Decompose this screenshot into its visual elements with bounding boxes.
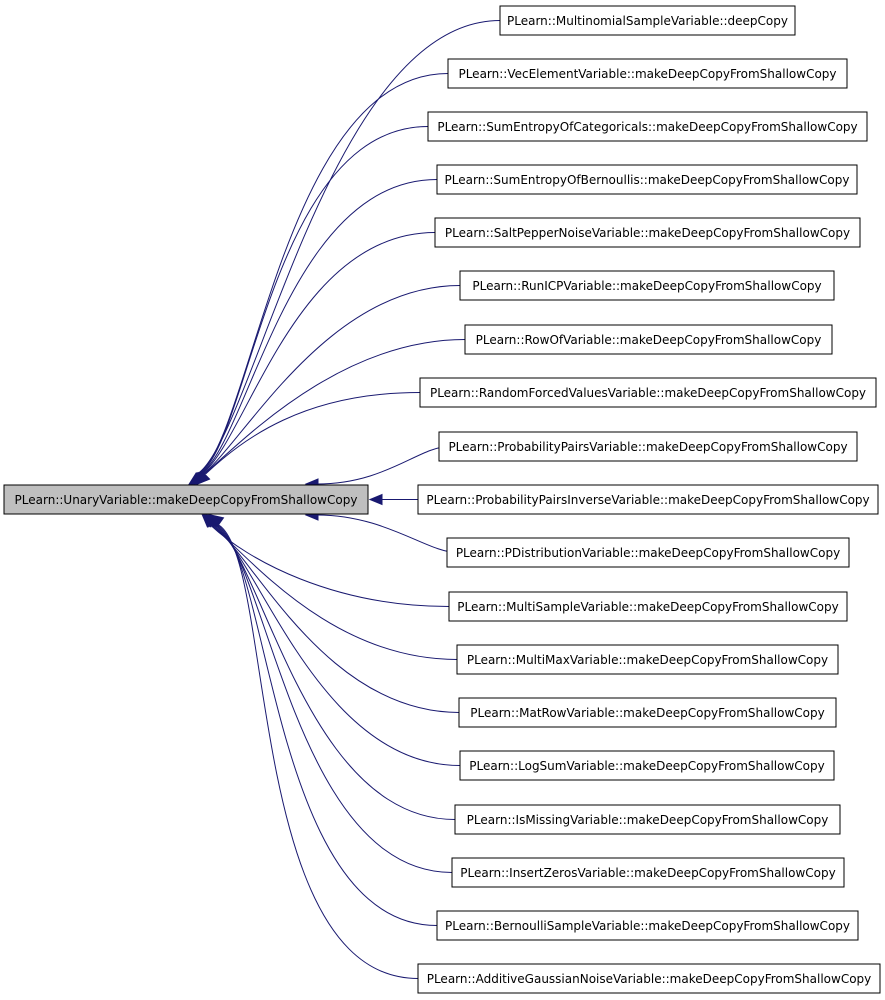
center-node-label: PLearn::UnaryVariable::makeDeepCopyFromS…	[15, 493, 358, 507]
caller-node-label: PLearn::AdditiveGaussianNoiseVariable::m…	[427, 972, 872, 986]
caller-node[interactable]: PLearn::MatRowVariable::makeDeepCopyFrom…	[458, 697, 837, 728]
caller-node[interactable]: PLearn::SumEntropyOfCategoricals::makeDe…	[427, 111, 868, 142]
call-edge	[205, 392, 421, 475]
caller-node-label: PLearn::MultiMaxVariable::makeDeepCopyFr…	[467, 653, 828, 667]
caller-node-box	[427, 111, 868, 142]
caller-node[interactable]: PLearn::SaltPepperNoiseVariable::makeDee…	[434, 217, 861, 248]
call-edge-arrowhead	[209, 514, 225, 527]
caller-node[interactable]: PLearn::MultiMaxVariable::makeDeepCopyFr…	[456, 644, 839, 675]
caller-node-box	[464, 324, 833, 355]
caller-node-label: PLearn::PDistributionVariable::makeDeepC…	[456, 546, 840, 560]
center-node[interactable]: PLearn::UnaryVariable::makeDeepCopyFromS…	[3, 484, 369, 515]
caller-node-box	[451, 857, 845, 888]
call-edge	[199, 126, 429, 475]
caller-node[interactable]: PLearn::IsMissingVariable::makeDeepCopyF…	[454, 804, 841, 835]
caller-node[interactable]: PLearn::BernoulliSampleVariable::makeDee…	[436, 910, 859, 941]
caller-node-label: PLearn::IsMissingVariable::makeDeepCopyF…	[467, 813, 829, 827]
caller-node[interactable]: PLearn::RowOfVariable::makeDeepCopyFromS…	[464, 324, 833, 355]
caller-node[interactable]: PLearn::ProbabilityPairsVariable::makeDe…	[438, 431, 858, 462]
caller-node[interactable]: PLearn::MultiSampleVariable::makeDeepCop…	[448, 591, 848, 622]
caller-node-box	[417, 484, 879, 515]
caller-node-label: PLearn::SumEntropyOfCategoricals::makeDe…	[437, 120, 857, 134]
caller-node-box	[458, 697, 837, 728]
caller-node-box	[454, 804, 841, 835]
caller-node[interactable]: PLearn::AdditiveGaussianNoiseVariable::m…	[417, 963, 881, 994]
caller-node-label: PLearn::RowOfVariable::makeDeepCopyFromS…	[476, 333, 822, 347]
caller-node[interactable]: PLearn::LogSumVariable::makeDeepCopyFrom…	[459, 750, 835, 781]
call-edge	[316, 514, 458, 553]
caller-node-box	[417, 963, 881, 994]
caller-node[interactable]: PLearn::VecElementVariable::makeDeepCopy…	[447, 58, 848, 89]
caller-node-label: PLearn::MatRowVariable::makeDeepCopyFrom…	[470, 706, 824, 720]
caller-node-box	[456, 644, 839, 675]
caller-node-label: PLearn::ProbabilityPairsInverseVariable:…	[426, 493, 869, 507]
caller-node-label: PLearn::MultiSampleVariable::makeDeepCop…	[457, 600, 838, 614]
call-edge	[212, 524, 460, 713]
caller-node-label: PLearn::RunICPVariable::makeDeepCopyFrom…	[472, 279, 821, 293]
caller-node-box	[434, 217, 861, 248]
call-edge	[213, 524, 461, 766]
caller-node[interactable]: PLearn::InsertZerosVariable::makeDeepCop…	[451, 857, 845, 888]
call-edge	[201, 232, 436, 475]
call-edge-arrowhead	[368, 493, 383, 506]
caller-node-label: PLearn::MultinomialSampleVariable::deepC…	[507, 14, 788, 28]
caller-node-label: PLearn::SaltPepperNoiseVariable::makeDee…	[445, 226, 850, 240]
caller-node[interactable]: PLearn::RunICPVariable::makeDeepCopyFrom…	[459, 270, 835, 301]
caller-node-label: PLearn::LogSumVariable::makeDeepCopyFrom…	[469, 759, 824, 773]
node-layer: PLearn::UnaryVariable::makeDeepCopyFromS…	[3, 5, 881, 994]
edge-layer	[188, 20, 501, 979]
caller-node-box	[499, 5, 796, 36]
call-edge	[198, 73, 449, 475]
caller-node-box	[447, 58, 848, 89]
caller-node[interactable]: PLearn::PDistributionVariable::makeDeepC…	[446, 537, 850, 568]
caller-node-box	[448, 591, 848, 622]
caller-node-box	[459, 750, 835, 781]
caller-node-box	[459, 270, 835, 301]
caller-node-box	[438, 431, 858, 462]
caller-node-label: PLearn::SumEntropyOfBernoullis::makeDeep…	[445, 173, 850, 187]
caller-node[interactable]: PLearn::RandomForcedValuesVariable::make…	[419, 377, 877, 408]
call-edge	[204, 339, 466, 475]
call-edge	[218, 524, 419, 979]
caller-node-box	[419, 377, 877, 408]
caller-node-label: PLearn::BernoulliSampleVariable::makeDee…	[445, 919, 850, 933]
caller-node-box	[446, 537, 850, 568]
caller-node-box	[436, 164, 858, 195]
caller-node[interactable]: PLearn::MultinomialSampleVariable::deepC…	[499, 5, 796, 36]
caller-node[interactable]: PLearn::SumEntropyOfBernoullis::makeDeep…	[436, 164, 858, 195]
call-edge	[316, 446, 450, 485]
caller-node[interactable]: PLearn::ProbabilityPairsInverseVariable:…	[417, 484, 879, 515]
call-edge	[202, 285, 461, 475]
call-edge-arrowhead	[196, 471, 211, 485]
caller-node-box	[436, 910, 859, 941]
call-edge	[200, 179, 438, 475]
caller-node-label: PLearn::RandomForcedValuesVariable::make…	[430, 386, 866, 400]
call-edge	[217, 524, 438, 926]
caller-node-label: PLearn::InsertZerosVariable::makeDeepCop…	[460, 866, 835, 880]
caller-node-label: PLearn::ProbabilityPairsVariable::makeDe…	[448, 440, 847, 454]
center-node-box	[3, 484, 369, 515]
caller-node-label: PLearn::VecElementVariable::makeDeepCopy…	[458, 67, 836, 81]
